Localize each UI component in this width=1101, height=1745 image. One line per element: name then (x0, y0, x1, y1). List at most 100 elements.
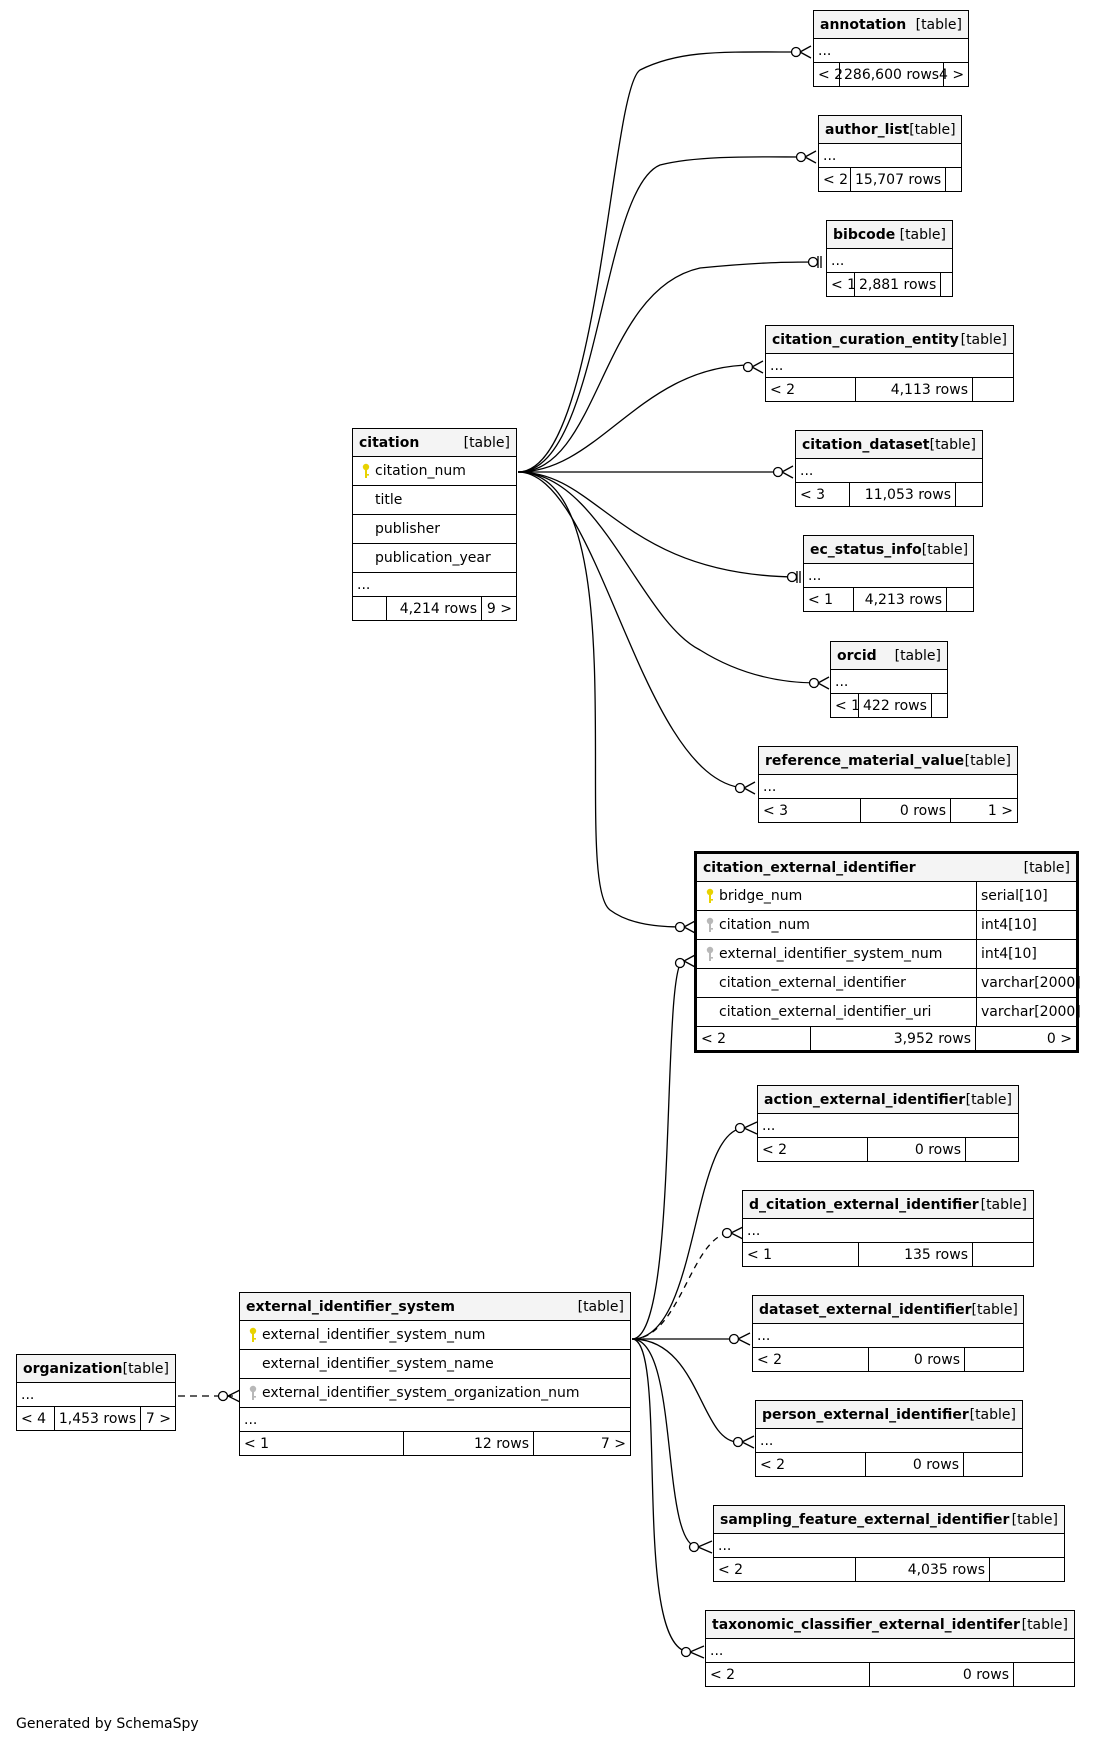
parent-count[interactable]: < 2 (758, 1138, 868, 1161)
edge-citation-author-list (517, 156, 806, 473)
child-count[interactable] (956, 483, 982, 506)
parent-count[interactable]: < 3 (796, 483, 850, 506)
row-count: 422 rows (859, 694, 932, 717)
parent-count[interactable]: < 1 (743, 1243, 859, 1266)
table-tag: [table] (122, 1360, 169, 1377)
table-dataset-external-identifier[interactable]: dataset_external_identifier[table] ... <… (752, 1295, 1024, 1372)
child-count[interactable]: 4 > (939, 66, 965, 83)
parent-count[interactable]: < 3 (759, 799, 861, 822)
column-name[interactable]: external_identifier_system_organization_… (262, 1385, 580, 1401)
parent-count[interactable]: < 2 (714, 1558, 856, 1581)
parent-count[interactable]: < 2 (756, 1453, 866, 1476)
child-count[interactable]: 0 > (1046, 1030, 1072, 1047)
parent-count[interactable]: < 1 (240, 1432, 404, 1455)
parent-count[interactable]: < 4 (17, 1407, 55, 1430)
row-count: 11,053 rows (850, 483, 956, 506)
column-type: int4[10] (976, 911, 1076, 939)
row-count: 0 rows (868, 1138, 966, 1161)
edge-eis-taxonomic-classifier-external-identifer (631, 1338, 691, 1653)
column-name[interactable]: citation_external_identifier_uri (719, 1004, 932, 1020)
child-count[interactable]: 9 > (486, 600, 512, 617)
table-citation[interactable]: citation[table] citation_num title publi… (352, 428, 517, 621)
parent-count[interactable]: < 1 (831, 694, 860, 717)
child-count[interactable] (973, 378, 1013, 401)
child-count[interactable]: 7 > (600, 1435, 626, 1452)
column-name[interactable]: external_identifier_system_num (719, 946, 943, 962)
column-name[interactable]: publication_year (375, 550, 491, 566)
table-name: ec_status_info (810, 541, 922, 558)
row-count: 12 rows (404, 1432, 534, 1455)
parent-count[interactable]: < 2 (753, 1348, 869, 1371)
column-name[interactable]: title (375, 492, 403, 508)
table-name: reference_material_value (765, 752, 965, 769)
table-citation-external-identifier[interactable]: citation_external_identifier [table] brid… (694, 851, 1081, 1053)
row-count: 4,113 rows (856, 378, 973, 401)
table-action-external-identifier[interactable]: action_external_identifier[table] ... < … (757, 1085, 1019, 1162)
parent-count[interactable]: < 2 (766, 378, 856, 401)
parent-count[interactable]: < 1 (827, 273, 856, 296)
table-tag: [table] (1023, 859, 1070, 876)
child-count[interactable] (946, 168, 961, 191)
child-count[interactable]: 7 > (145, 1410, 171, 1427)
edge-citation-ec-status-info (517, 471, 797, 578)
child-count[interactable] (973, 1243, 1033, 1266)
child-count[interactable]: 1 > (987, 802, 1013, 819)
parent-count[interactable]: < 2 (814, 63, 843, 86)
child-count[interactable] (966, 1138, 1018, 1161)
column-type: serial[10] (976, 882, 1076, 910)
column-name[interactable]: external_identifier_system_num (262, 1327, 486, 1343)
column-name[interactable]: citation_num (375, 463, 466, 479)
parent-count[interactable]: < 2 (819, 168, 851, 191)
row-count: 0 rows (869, 1348, 965, 1371)
table-tag: [table] (921, 541, 969, 558)
table-external-identifier-system[interactable]: external_identifier_system[table] extern… (239, 1292, 631, 1456)
child-count[interactable] (964, 1453, 1022, 1476)
column-name[interactable]: bridge_num (719, 888, 803, 904)
table-d-citation-external-identifier[interactable]: d_citation_external_identifier[table] ..… (742, 1190, 1034, 1267)
row-count: 1,453 rows (55, 1407, 142, 1430)
table-tag: [table] (1021, 1616, 1068, 1633)
column-name[interactable]: external_identifier_system_name (262, 1356, 494, 1372)
table-person-external-identifier[interactable]: person_external_identifier[table] ... < … (755, 1400, 1023, 1477)
child-count[interactable] (932, 694, 947, 717)
parent-count[interactable]: < 2 (706, 1663, 870, 1686)
primary-key-icon (357, 462, 375, 480)
ellipsis: ... (759, 775, 1017, 799)
table-name: action_external_identifier (764, 1091, 966, 1108)
table-tag: [table] (971, 1301, 1018, 1318)
column-name[interactable]: publisher (375, 521, 440, 537)
table-taxonomic-classifier-external-identifer[interactable]: taxonomic_classifier_external_identifer[… (705, 1610, 1075, 1687)
table-tag: [table] (929, 436, 976, 453)
table-name: orcid (837, 647, 877, 664)
child-count[interactable] (990, 1558, 1064, 1581)
table-tag: [table] (965, 1091, 1012, 1108)
column-name[interactable]: citation_num (719, 917, 810, 933)
row-count: 286,600 rows (840, 63, 945, 86)
parent-count[interactable] (353, 597, 387, 620)
child-count[interactable] (965, 1348, 1023, 1371)
column-name[interactable]: citation_external_identifier (719, 975, 906, 991)
table-name: citation_external_identifier (703, 859, 916, 876)
ellipsis: ... (758, 1114, 1018, 1138)
table-tag: [table] (1011, 1511, 1058, 1528)
parent-count[interactable]: < 1 (804, 588, 854, 611)
child-count[interactable] (1014, 1663, 1074, 1686)
ellipsis: ... (714, 1534, 1064, 1558)
table-sampling-feature-external-identifier[interactable]: sampling_feature_external_identifier[tab… (713, 1505, 1065, 1582)
child-count[interactable] (941, 273, 952, 296)
column-type: int4[10] (976, 940, 1076, 968)
table-name: author_list (825, 121, 910, 138)
table-name: bibcode (833, 226, 896, 243)
parent-count[interactable]: < 2 (697, 1027, 811, 1050)
child-count[interactable] (947, 588, 973, 611)
